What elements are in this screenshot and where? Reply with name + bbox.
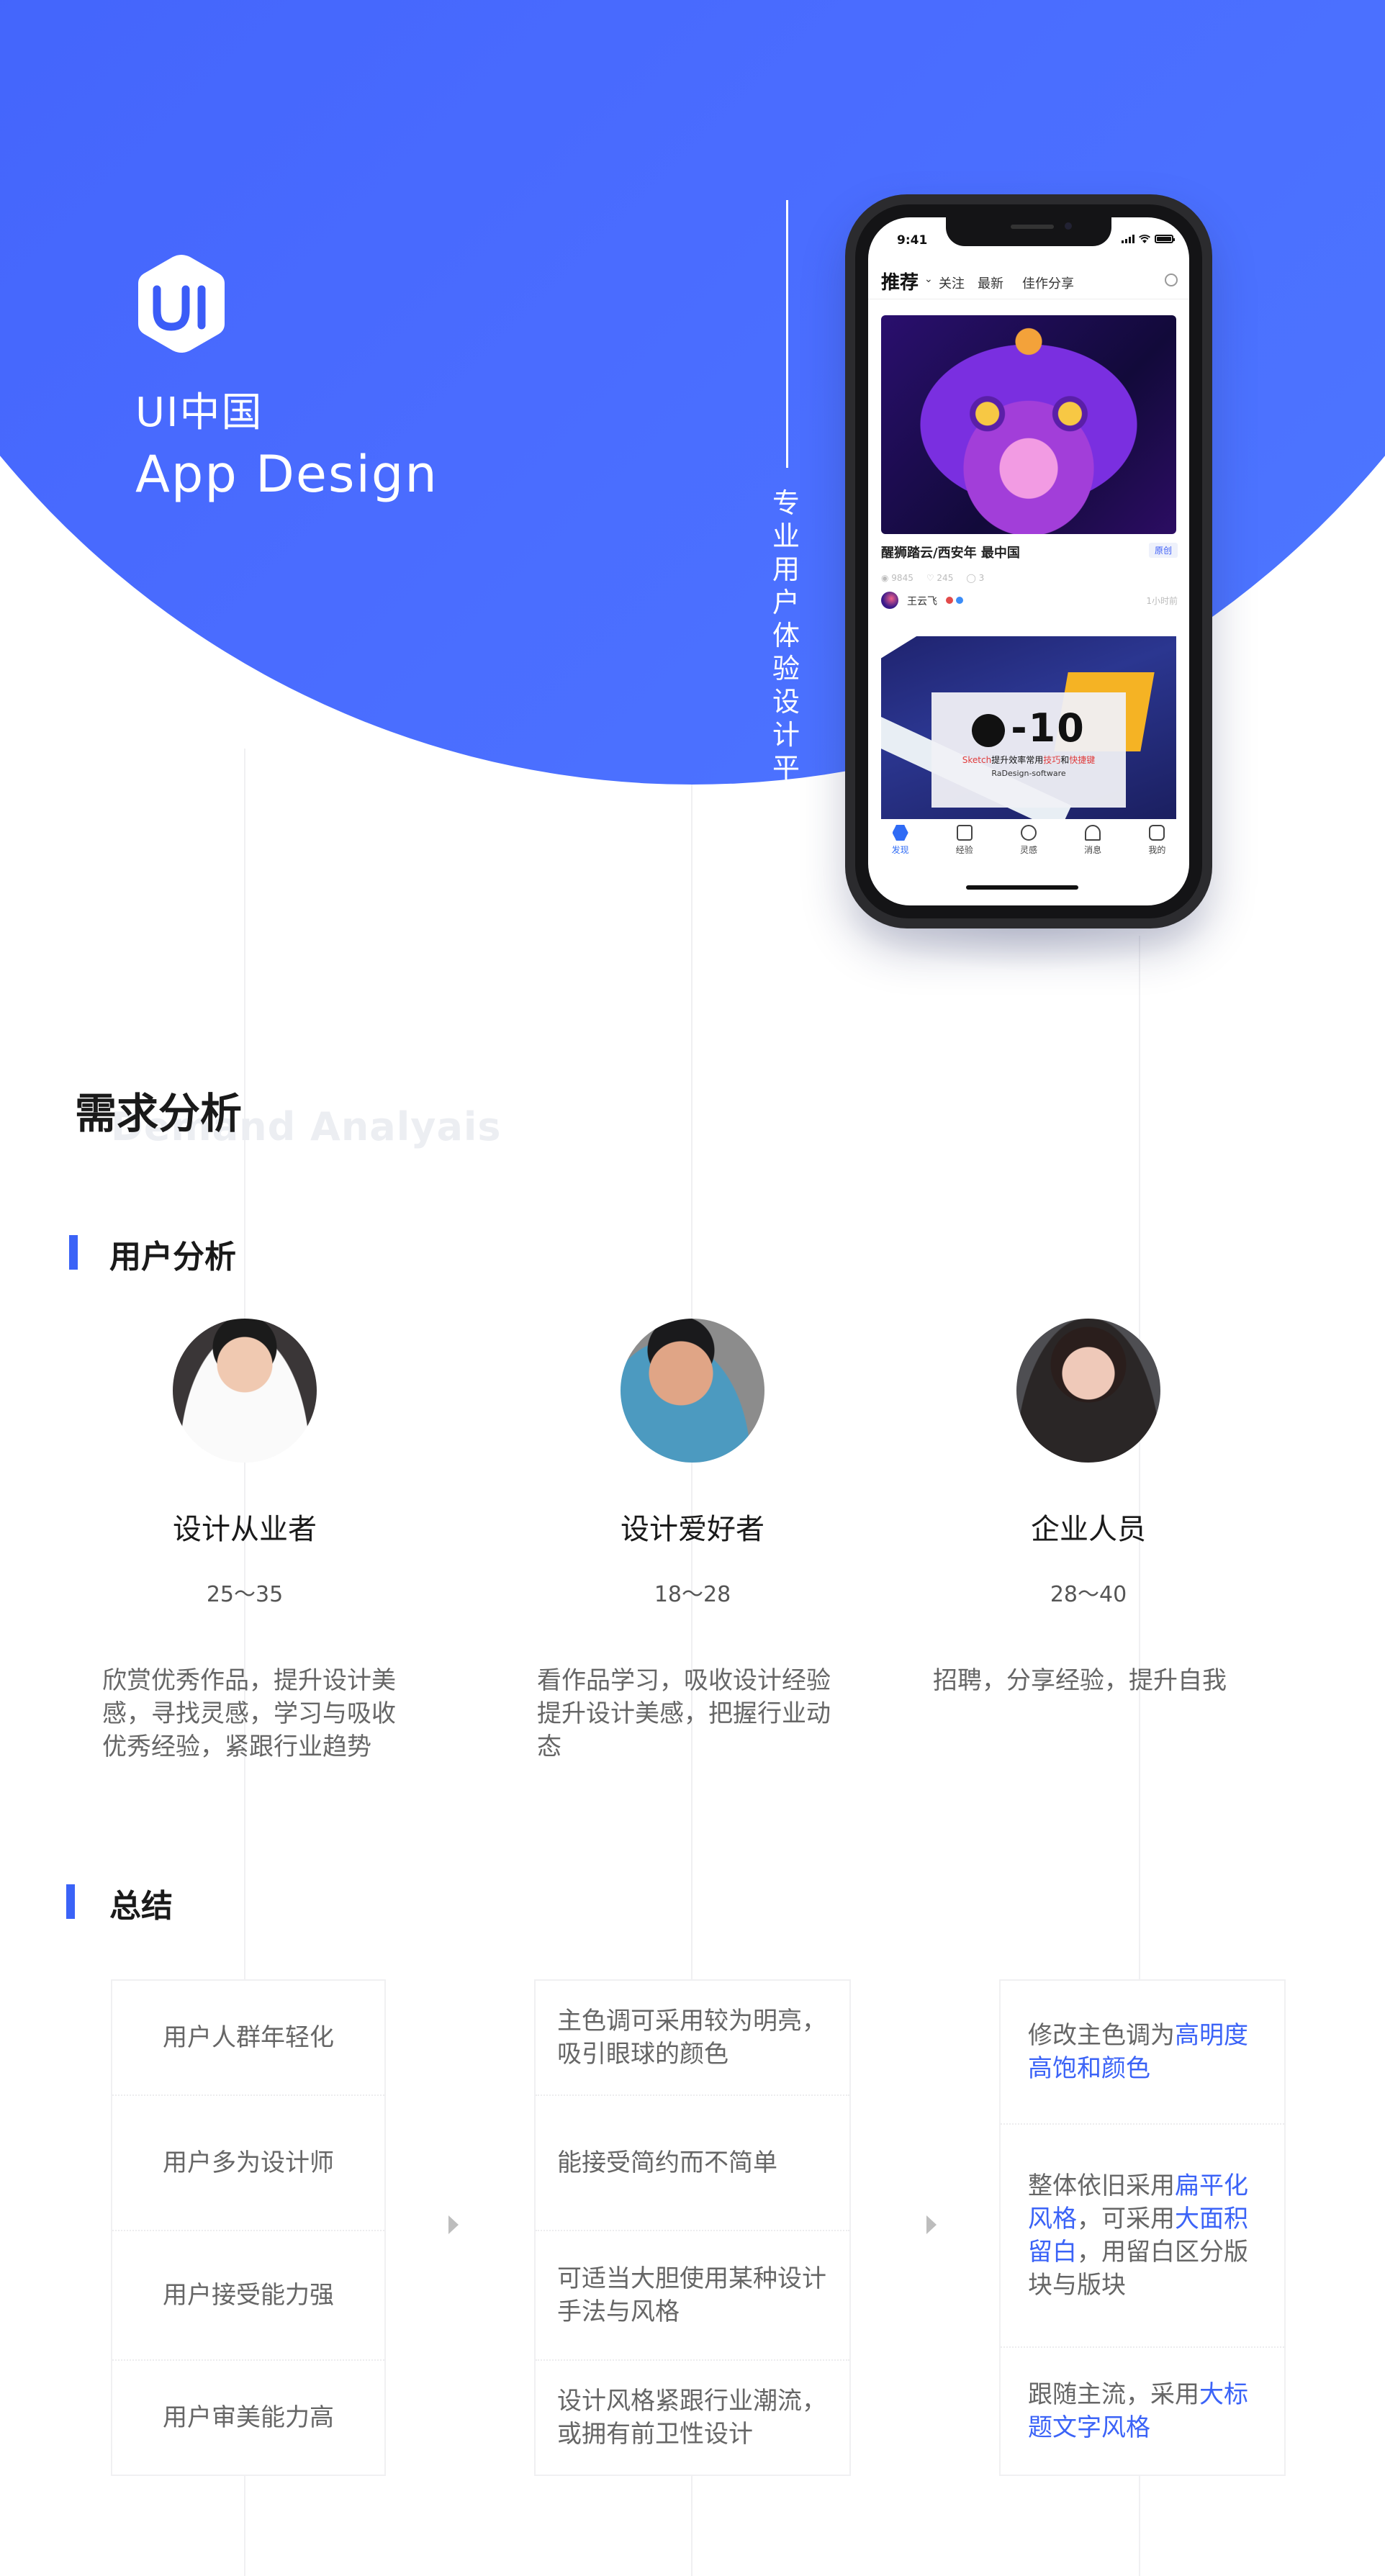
bell-icon (1085, 825, 1101, 841)
section-watermark: Demand Analyais (111, 1104, 502, 1149)
phone-screen: 9:41 推荐 ⌄ 关注 最新 佳作分享 醒狮踏云/西安年 最中国 原创 ◉ 9… (868, 217, 1189, 905)
views-stat: ◉ 9845 (881, 573, 913, 583)
summary-needs-column: 主色调可采用较为明亮，吸引眼球的颜色 能接受简约而不简单 可适当大胆使用某种设计… (534, 1979, 851, 2476)
tab-latest[interactable]: 最新 (978, 276, 1003, 292)
hero-divider (786, 200, 788, 468)
persona-enthusiast: 设计爱好者 18～28 (541, 1319, 844, 1608)
hero-tagline: 专业用户体验设计平台 (772, 487, 800, 792)
persona-name: 设计爱好者 (621, 1513, 764, 1546)
card-stats: ◉ 9845 ♡ 245 ◯ 3 (881, 573, 984, 583)
bulb-icon (1020, 825, 1037, 841)
persona-desc: 欣赏优秀作品，提升设计美感，寻找灵感，学习与吸收优秀经验，紧跟行业趋势 (102, 1666, 396, 1761)
tab-showcase[interactable]: 佳作分享 (1022, 276, 1074, 292)
ui-badge-icon (946, 597, 953, 604)
eye-icon: ◉ (881, 573, 892, 583)
summary-cell: 用户人群年轻化 (112, 1981, 384, 2096)
summary-cell: 可适当大胆使用某种设计手法与风格 (536, 2231, 849, 2361)
avatar (1016, 1319, 1160, 1463)
battery-icon (1155, 235, 1175, 243)
grid-line (1139, 936, 1140, 2576)
summary-users-column: 用户人群年轻化 用户多为设计师 用户接受能力强 用户审美能力高 (111, 1979, 386, 2476)
phone-notch (946, 217, 1111, 246)
author-name[interactable]: 王云飞 (907, 596, 937, 607)
verified-icon (956, 597, 963, 604)
tabbar-messages[interactable]: 消息 (1071, 825, 1114, 868)
app-top-nav: 推荐 ⌄ 关注 最新 佳作分享 (868, 262, 1189, 299)
home-indicator (966, 885, 1078, 890)
summary-cell: 用户多为设计师 (112, 2096, 384, 2231)
summary-cell: 设计风格紧跟行业潮流，或拥有前卫性设计 (557, 2387, 826, 2449)
sketch-subtitle: Sketch提升效率常用技巧和快捷键 (962, 755, 1096, 765)
persona-age: 18～28 (654, 1582, 731, 1607)
bottom-tabbar: 发现 经验 灵感 消息 我的 (868, 825, 1189, 868)
tabbar-inspiration[interactable]: 灵感 (1007, 825, 1050, 868)
comments-stat[interactable]: ◯ 3 (966, 573, 985, 583)
persona-designer: 设计从业者 25～35 (94, 1319, 396, 1608)
author-avatar[interactable] (881, 592, 898, 609)
post-time: 1小时前 (1146, 596, 1178, 606)
persona-desc: 看作品学习，吸收设计经验提升设计美感，把握行业动态 (537, 1666, 831, 1761)
grid-line (691, 749, 692, 2576)
summary-solutions-column: 修改主色调为高明度高饱和颜色 整体依旧采用扁平化风格，可采用大面积留白，用留白区… (999, 1979, 1286, 2476)
wifi-icon (1139, 235, 1150, 243)
tab-follow[interactable]: 关注 (939, 276, 965, 292)
persona-name: 企业人员 (1031, 1513, 1146, 1546)
profile-icon (1149, 825, 1165, 841)
sketch-tips-panel: -10 Sketch提升效率常用技巧和快捷键 RaDesign-software (931, 692, 1126, 808)
summary-cell: 跟随主流，采用大标题文字风格 (1028, 2380, 1248, 2442)
ui-logo-icon (138, 255, 225, 353)
artwork-lion-image[interactable] (881, 315, 1176, 534)
summary-cell: 整体依旧采用扁平化风格，可采用大面积留白，用留白区分版块与版块 (1001, 2125, 1284, 2348)
tabbar-experience[interactable]: 经验 (943, 825, 986, 868)
camera (1065, 222, 1072, 230)
summary-cell: 用户接受能力强 (112, 2231, 384, 2361)
likes-stat[interactable]: ♡ 245 (926, 573, 954, 583)
status-icons (1122, 235, 1175, 243)
user-analysis-title: 用户分析 (109, 1239, 236, 1275)
comment-icon: ◯ (966, 573, 979, 583)
search-icon[interactable] (1165, 274, 1178, 286)
card-author: 王云飞 1小时前 (881, 590, 1178, 612)
compass-icon (892, 825, 908, 841)
original-badge: 原创 (1148, 543, 1178, 558)
brand-name-cn: UI中国 (135, 389, 263, 436)
tabbar-discover[interactable]: 发现 (879, 825, 922, 868)
arrow-right-icon (926, 2215, 937, 2234)
persona-name: 设计从业者 (173, 1513, 317, 1546)
avatar (173, 1319, 317, 1463)
speaker (1011, 225, 1054, 229)
sketch-tips-image[interactable]: -10 Sketch提升效率常用技巧和快捷键 RaDesign-software (881, 636, 1176, 819)
tabbar-mine[interactable]: 我的 (1135, 825, 1178, 868)
status-time: 9:41 (897, 233, 928, 248)
section-title: 需求分析 (75, 1089, 243, 1138)
summary-cell: 用户审美能力高 (163, 2403, 334, 2432)
grid-line (244, 749, 245, 2576)
signal-icon (1122, 235, 1134, 243)
book-icon (956, 825, 973, 841)
avatar (621, 1319, 764, 1463)
ra-logo: -10 (972, 705, 1086, 751)
persona-desc: 招聘，分享经验，提升自我 (933, 1666, 1227, 1695)
ra-logo-icon (972, 714, 1006, 748)
heart-icon: ♡ (926, 573, 937, 583)
persona-age: 25～35 (206, 1582, 284, 1607)
card-title[interactable]: 醒狮踏云/西安年 最中国 (881, 546, 1020, 561)
chevron-down-icon[interactable]: ⌄ (924, 274, 933, 285)
persona-enterprise: 企业人员 28～40 (937, 1319, 1240, 1608)
summary-title: 总结 (109, 1888, 173, 1925)
tab-recommend[interactable]: 推荐 (881, 272, 919, 294)
summary-cell: 修改主色调为高明度高饱和颜色 (1001, 1981, 1284, 2125)
phone-mockup: 9:41 推荐 ⌄ 关注 最新 佳作分享 醒狮踏云/西安年 最中国 原创 ◉ 9… (845, 194, 1212, 928)
summary-cell: 能接受简约而不简单 (536, 2096, 849, 2231)
subtitle-accent-bar (66, 1884, 75, 1919)
subtitle-accent-bar (69, 1235, 78, 1270)
persona-age: 28～40 (1050, 1582, 1127, 1607)
summary-cell: 主色调可采用较为明亮，吸引眼球的颜色 (536, 1981, 849, 2096)
arrow-right-icon (448, 2215, 459, 2234)
brand-name-en: App Design (135, 445, 438, 504)
sketch-subtitle-en: RaDesign-software (991, 769, 1066, 778)
